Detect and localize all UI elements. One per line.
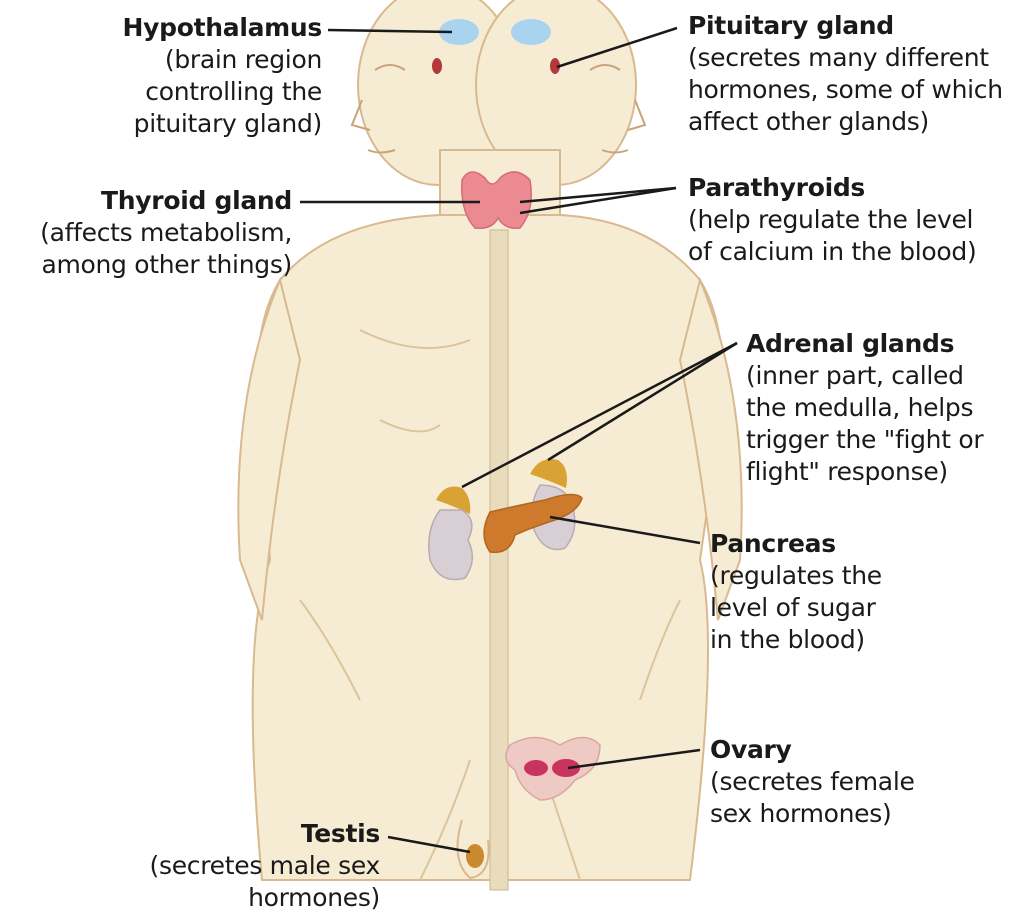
label-pancreas-desc: (regulates the <box>710 560 990 592</box>
label-ovary-title: Ovary <box>710 734 990 766</box>
label-pituitary-desc: (secretes many different <box>688 42 1028 74</box>
label-adrenal-title: Adrenal glands <box>746 328 1028 360</box>
label-adrenal-desc: trigger the "fight or <box>746 424 1028 456</box>
label-pituitary-desc: affect other glands) <box>688 106 1028 138</box>
label-parathyroids-desc: of calcium in the blood) <box>688 236 1028 268</box>
center-divider <box>490 230 508 890</box>
label-pancreas-desc: level of sugar <box>710 592 990 624</box>
label-pituitary-title: Pituitary gland <box>688 10 1028 42</box>
label-hypothalamus-desc: controlling the <box>90 76 322 108</box>
label-adrenal-desc: the medulla, helps <box>746 392 1028 424</box>
label-hypothalamus-desc: (brain region <box>90 44 322 76</box>
label-hypothalamus-title: Hypothalamus <box>90 12 322 44</box>
pituitary-gland-left <box>432 58 442 74</box>
label-thyroid-title: Thyroid gland <box>2 185 292 217</box>
label-hypothalamus: Hypothalamus (brain region controlling t… <box>90 12 322 140</box>
label-hypothalamus-desc: pituitary gland) <box>90 108 322 140</box>
label-thyroid: Thyroid gland (affects metabolism, among… <box>2 185 292 281</box>
label-thyroid-desc: (affects metabolism, <box>2 217 292 249</box>
label-pituitary: Pituitary gland (secretes many different… <box>688 10 1028 138</box>
hypothalamus-region-right <box>511 19 551 45</box>
label-testis: Testis (secretes male sex hormones) <box>120 818 380 914</box>
label-adrenal-desc: (inner part, called <box>746 360 1028 392</box>
label-thyroid-desc: among other things) <box>2 249 292 281</box>
label-pancreas: Pancreas (regulates the level of sugar i… <box>710 528 990 656</box>
label-testis-desc: (secretes male sex <box>120 850 380 882</box>
label-adrenal-desc: flight" response) <box>746 456 1028 488</box>
label-pancreas-title: Pancreas <box>710 528 990 560</box>
label-pituitary-desc: hormones, some of which <box>688 74 1028 106</box>
label-adrenal: Adrenal glands (inner part, called the m… <box>746 328 1028 488</box>
label-parathyroids-title: Parathyroids <box>688 172 1028 204</box>
label-parathyroids-desc: (help regulate the level <box>688 204 1028 236</box>
label-ovary-desc: sex hormones) <box>710 798 990 830</box>
label-ovary: Ovary (secretes female sex hormones) <box>710 734 990 830</box>
label-parathyroids: Parathyroids (help regulate the level of… <box>688 172 1028 268</box>
label-pancreas-desc: in the blood) <box>710 624 990 656</box>
testis-gland <box>466 844 484 868</box>
label-testis-desc: hormones) <box>120 882 380 914</box>
label-testis-title: Testis <box>120 818 380 850</box>
label-ovary-desc: (secretes female <box>710 766 990 798</box>
kidney-left <box>429 510 473 580</box>
ovary-gland-left <box>524 760 548 776</box>
